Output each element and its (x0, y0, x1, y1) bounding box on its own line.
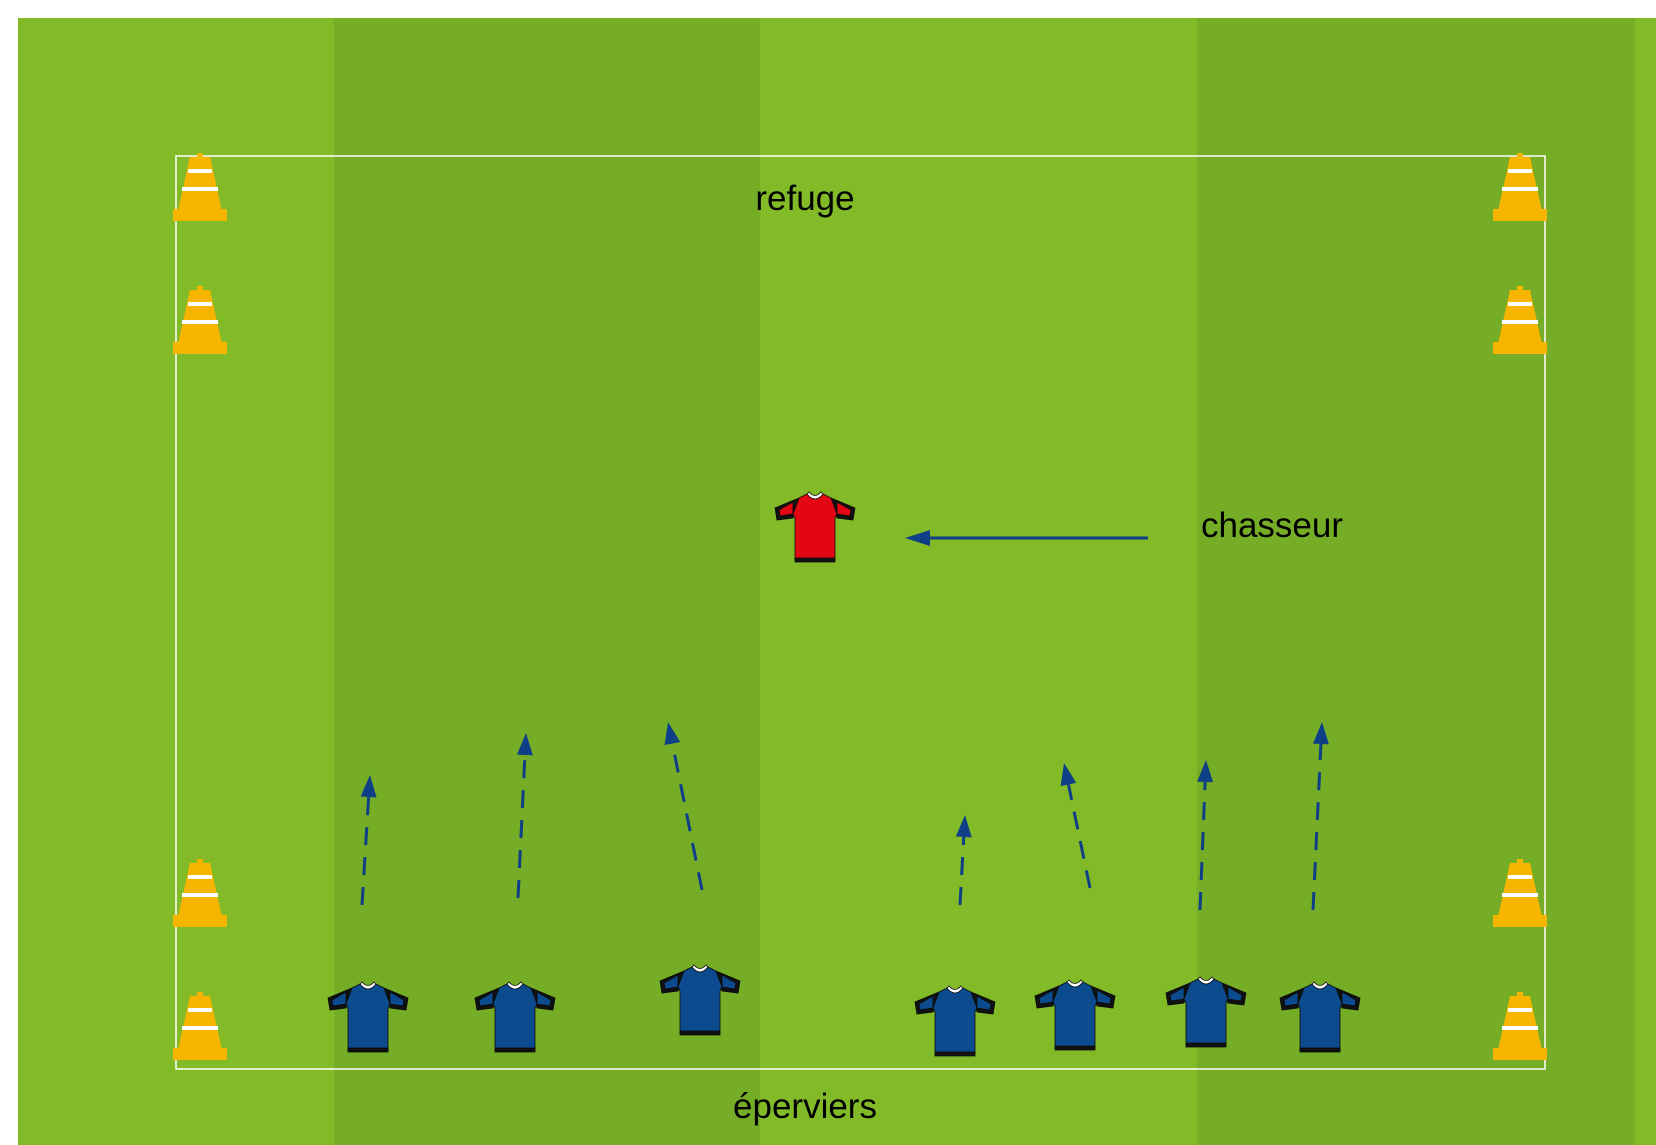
eperviers-label: éperviers (733, 1087, 877, 1126)
grass-stripe (1635, 18, 1656, 1145)
refuge-label: refuge (755, 179, 854, 218)
chasseur-label: chasseur (1201, 506, 1343, 545)
grass-stripe (1197, 18, 1635, 1145)
